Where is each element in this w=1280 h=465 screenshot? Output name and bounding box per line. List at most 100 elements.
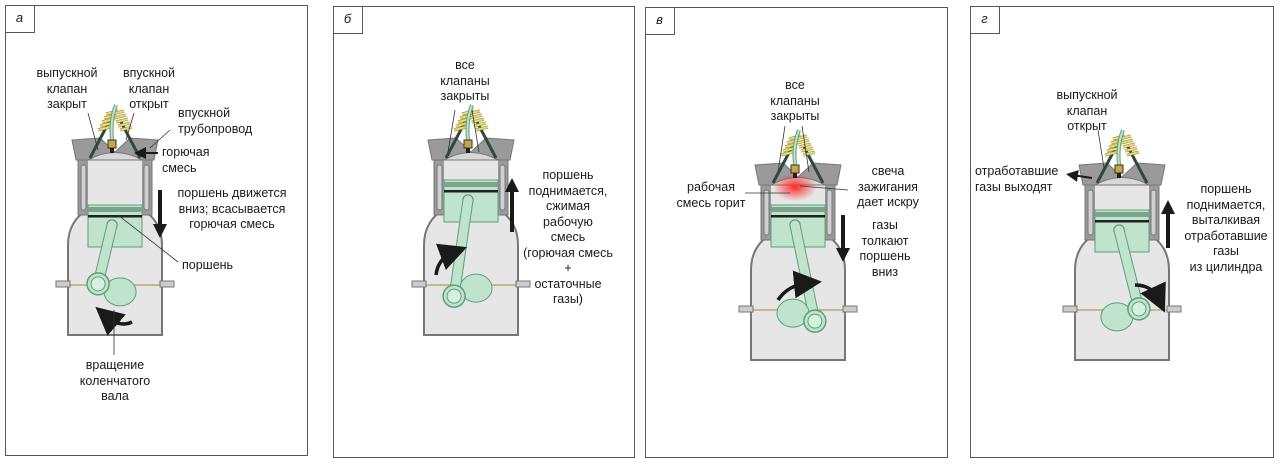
coolant-channel-left — [436, 164, 443, 211]
label-line: газы — [1213, 244, 1239, 258]
spark-plug — [463, 139, 473, 149]
panel-tag: а — [5, 5, 35, 33]
connecting-rod — [1114, 225, 1144, 314]
crank-pin — [446, 288, 462, 304]
label-line: рабочая — [687, 180, 735, 194]
flange-right — [1166, 305, 1182, 313]
label-line: горючая смесь — [189, 217, 275, 231]
label-line: все — [785, 78, 805, 92]
label-line: клапан — [1066, 103, 1108, 118]
label-line: поршень — [859, 249, 911, 263]
label-line: закрыты — [770, 109, 820, 123]
crank-rotation-arrow — [776, 270, 822, 302]
spark-plug-tip — [466, 148, 470, 153]
spark-plug — [107, 139, 117, 149]
label-line: рабочую — [543, 214, 593, 229]
flange-left — [411, 280, 427, 288]
engine-exhaust — [1062, 129, 1182, 361]
piston-ring — [771, 215, 825, 218]
label-line: закрыты — [440, 89, 490, 103]
spark-plug-tip — [793, 173, 797, 178]
label-line: толкают — [861, 233, 909, 248]
piston-ring — [444, 190, 498, 193]
label-line: газы выходят — [975, 179, 1053, 194]
valve-spring — [1122, 143, 1136, 148]
label-line: отработавшие — [975, 164, 1059, 178]
combustion-chamber — [442, 152, 500, 161]
label-line: горючая — [162, 145, 210, 159]
piston-ring — [1095, 220, 1149, 223]
label-line: поднимается, — [528, 183, 608, 198]
label-line: вала — [101, 389, 129, 403]
piston-ring — [88, 215, 142, 218]
label-line: сжимая — [545, 199, 591, 213]
piston-ring — [771, 207, 825, 212]
flange-left — [1062, 305, 1078, 313]
label-line: из цилиндра — [1189, 259, 1263, 274]
spark-plug-tip — [110, 148, 114, 153]
spark-plug-tip — [1117, 173, 1121, 178]
engine-power — [738, 129, 858, 361]
label-line: открыт — [129, 97, 169, 111]
label-line: + — [564, 261, 572, 275]
label-line: поршень — [1200, 182, 1252, 196]
label-line: (горючая смесь — [523, 245, 613, 260]
coolant-channel-right — [499, 164, 506, 211]
label-line: клапан — [46, 81, 88, 96]
label-line: газы — [872, 218, 898, 232]
crank-rotation-arrow — [1134, 281, 1166, 313]
flange-left — [55, 280, 71, 288]
label-line: впускной — [178, 106, 231, 120]
valve-stem — [1125, 144, 1149, 184]
label-line: выталкивая — [1191, 213, 1261, 227]
valve-spring — [1120, 139, 1134, 144]
coolant-channel-left — [1087, 189, 1094, 236]
combustion-flame — [773, 173, 817, 201]
combustion-chamber — [86, 152, 144, 161]
crank-rotation-arrow — [434, 243, 468, 276]
label-line: отработавшие — [1184, 228, 1268, 243]
spark-plug — [790, 164, 800, 174]
label-line: смесь — [550, 230, 586, 244]
label-line: остаточные — [534, 276, 602, 291]
piston-ring — [88, 207, 142, 212]
panel-tag: г — [970, 6, 1000, 34]
spark-plug-wire — [466, 104, 473, 141]
coolant-channel-right — [1150, 189, 1157, 236]
crank-rotation-arrow — [95, 306, 133, 336]
label-line: поршень — [182, 258, 234, 272]
label-line: поршень — [542, 168, 594, 182]
label-piston: поршень — [182, 258, 233, 274]
crank-pin — [90, 276, 106, 292]
label-line: свеча — [871, 164, 905, 178]
label-line: газы) — [553, 292, 583, 306]
valve-spring — [1126, 151, 1140, 156]
label-line: вниз; всасывается — [178, 201, 286, 216]
valve-spring — [1124, 147, 1138, 152]
label-line: открыт — [1067, 119, 1107, 133]
flange-right — [842, 305, 858, 313]
valve-spring — [1104, 151, 1118, 156]
piston-ring — [1095, 212, 1149, 217]
flange-right — [515, 280, 531, 288]
coolant-channel-left — [763, 189, 770, 236]
label-line: закрыт — [47, 97, 87, 111]
panel-tag: в — [645, 7, 675, 35]
label-line: все — [455, 58, 475, 72]
label-line: трубопровод — [178, 121, 253, 136]
crank-pin — [807, 313, 823, 329]
label-line: впускной — [122, 66, 176, 80]
label-line: выпускной — [36, 66, 98, 80]
piston-ring — [444, 182, 498, 187]
